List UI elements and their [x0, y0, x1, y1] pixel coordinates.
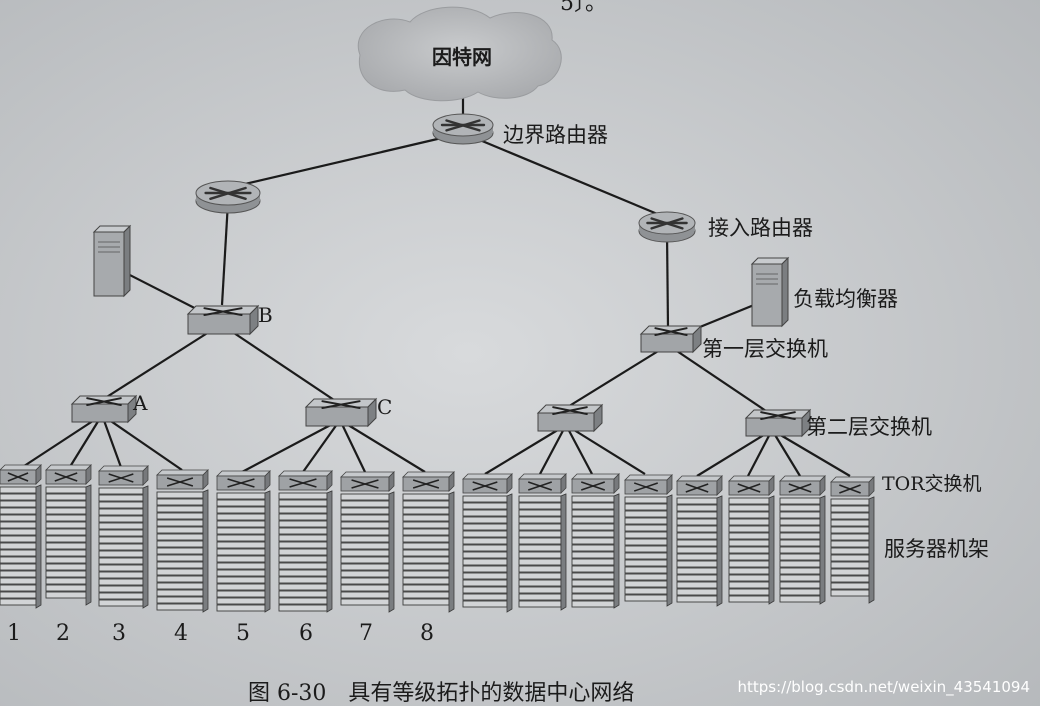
- server-rack: [571, 473, 620, 609]
- access-router-label: 接入路由器: [708, 216, 813, 240]
- switch-arrows-icon: [737, 483, 761, 493]
- server-rack: [156, 469, 209, 613]
- switch-arrows-icon: [203, 307, 243, 316]
- tor-switch: [518, 473, 567, 494]
- router-arrows-icon: [204, 186, 252, 201]
- tor-switch: [278, 470, 333, 491]
- server-icon: [92, 224, 132, 298]
- internet-cloud: 因特网: [357, 6, 562, 102]
- tor-switch: [98, 465, 149, 486]
- switch-arrows-icon: [685, 483, 709, 493]
- switch-arrows-icon: [7, 472, 29, 482]
- switch-arrows-icon: [351, 479, 379, 489]
- switch-arrows-icon: [472, 481, 498, 491]
- switch-arrows-icon: [166, 477, 194, 487]
- server-rack: [278, 470, 333, 613]
- tor-switch: [0, 464, 42, 485]
- load-balancer-icon: [750, 256, 790, 328]
- tor-switch: [45, 464, 92, 485]
- switch-arrows-icon: [527, 481, 553, 491]
- switch-a: [70, 394, 138, 424]
- border-router: [432, 113, 494, 145]
- tier2-switch-left: [536, 403, 604, 433]
- tor-switch: [830, 476, 875, 497]
- switch-c-label: C: [377, 395, 392, 419]
- tor-switch: [216, 470, 271, 491]
- switch-a-label: A: [132, 391, 148, 415]
- router-arrows-icon: [646, 217, 688, 230]
- rack-number: 3: [112, 621, 126, 646]
- server-rack: [98, 465, 149, 609]
- switch-c: [304, 397, 378, 428]
- server-rack: [0, 464, 42, 609]
- switch-arrows-icon: [760, 411, 796, 420]
- server-rack: [340, 471, 395, 613]
- tor-switch: [676, 475, 723, 496]
- server-rack: [624, 474, 673, 607]
- rack-number: 7: [359, 621, 373, 646]
- internet-label: 因特网: [432, 45, 492, 69]
- switch-arrows-icon: [552, 406, 588, 415]
- rack-number: 6: [299, 621, 313, 646]
- page-top-fragment: 5〕。: [560, 0, 607, 16]
- access-router: [638, 211, 696, 243]
- tier1-switch: [639, 324, 703, 354]
- server-rack: [676, 475, 723, 607]
- tier2-switch-right: [744, 408, 812, 438]
- rack-number: 8: [420, 621, 434, 646]
- network-links: [17, 95, 851, 477]
- server-rack: [518, 473, 567, 611]
- switch-b: [186, 304, 260, 336]
- rack-number: 1: [7, 621, 21, 646]
- server-rack: [45, 464, 92, 606]
- switch-arrows-icon: [633, 482, 659, 492]
- switch-arrows-icon: [788, 483, 812, 493]
- server-rack: [402, 471, 455, 613]
- tor-switch: [571, 473, 620, 494]
- tor-switch: [624, 474, 673, 495]
- server-rack-label: 服务器机架: [884, 537, 989, 561]
- load-balancer-label: 负载均衡器: [793, 287, 898, 311]
- switch-arrows-icon: [289, 478, 317, 488]
- server-rack: [216, 470, 271, 613]
- rack-number: 2: [56, 621, 70, 646]
- tor-switch: [728, 475, 775, 496]
- switch-arrows-icon: [54, 472, 78, 482]
- switch-b-label: B: [258, 303, 273, 327]
- server-rack: [779, 475, 826, 605]
- router-arrows-icon: [440, 119, 486, 132]
- tor-switch: [156, 469, 209, 490]
- tier2-switch-label: 第二层交换机: [806, 415, 932, 439]
- switch-arrows-icon: [227, 478, 255, 488]
- server-rack: [830, 476, 875, 604]
- aggregation-router-left: [195, 180, 261, 214]
- tier1-switch-label: 第一层交换机: [702, 337, 828, 361]
- server-rack: [462, 473, 513, 613]
- switch-arrows-icon: [654, 327, 688, 336]
- border-router-label: 边界路由器: [503, 123, 608, 147]
- rack-number: 4: [174, 621, 188, 646]
- tor-switch: [402, 471, 455, 492]
- switch-arrows-icon: [86, 397, 122, 406]
- switch-arrows-icon: [839, 484, 861, 494]
- switch-arrows-icon: [321, 400, 361, 409]
- tor-switch: [462, 473, 513, 494]
- tor-switch-label: TOR交换机: [882, 473, 982, 495]
- switch-arrows-icon: [108, 473, 134, 483]
- server-rack: [728, 475, 775, 605]
- tor-switch: [340, 471, 395, 492]
- watermark: https://blog.csdn.net/weixin_43541094: [737, 678, 1030, 697]
- switch-arrows-icon: [580, 481, 606, 491]
- switch-arrows-icon: [412, 479, 440, 489]
- tor-switch: [779, 475, 826, 496]
- rack-number: 5: [236, 621, 250, 646]
- figure-caption: 图 6-30 具有等级拓扑的数据中心网络: [248, 681, 634, 706]
